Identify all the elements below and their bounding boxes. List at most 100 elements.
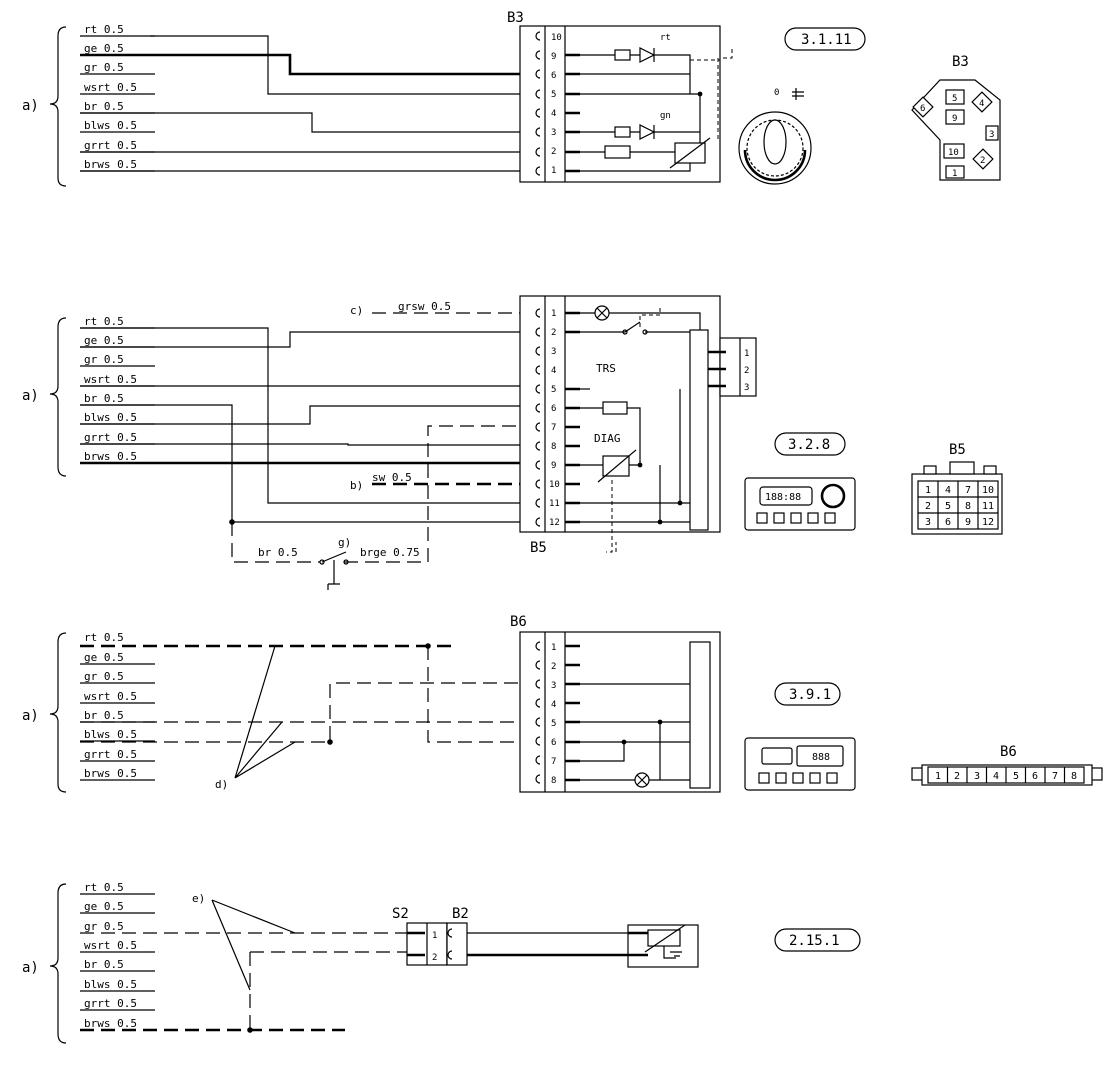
view-pin: 4	[945, 485, 951, 496]
pin-number: 8	[551, 776, 556, 786]
view-pin: 5	[1013, 771, 1019, 782]
connector-label-b2: B2	[452, 906, 469, 922]
connector-label-b3: B3	[507, 10, 524, 26]
view-pin: 8	[1071, 771, 1077, 782]
connector-view-b3: 5 9 4 6 3 10 2 1	[911, 79, 1001, 181]
note-g: g)	[338, 536, 351, 549]
pin-number: 2	[551, 662, 556, 672]
wire-label-b: sw 0.5	[372, 471, 412, 484]
diagram-3: a) rt 0.5 ge 0.5 gr 0.5 wsrt 0.5 br 0.5 …	[22, 614, 1103, 793]
pin-number: 10	[549, 480, 560, 490]
diag-label: DIAG	[594, 432, 621, 445]
view-pin: 6	[1032, 771, 1038, 782]
display-readout: 188:88	[765, 492, 801, 503]
reference-number: 2.15.1	[789, 933, 840, 949]
connector-pins: 1 2 3 4 5 6 7 8	[551, 643, 556, 786]
led-label: gn	[660, 111, 671, 121]
pin-number: 4	[551, 109, 556, 119]
wire-label: blws 0.5	[84, 411, 137, 424]
wire-label: ge 0.5	[84, 334, 124, 347]
dial-knob-icon: 0	[738, 88, 812, 185]
wire-label: blws 0.5	[84, 119, 137, 132]
connector-label-s2: S2	[392, 906, 409, 922]
wire-label: blws 0.5	[84, 978, 137, 991]
pin-number: 11	[549, 499, 560, 509]
side-connector: 1 2 3	[708, 337, 757, 397]
pin-number: 6	[551, 738, 556, 748]
wire-label: rt 0.5	[84, 23, 124, 36]
wire-label: wsrt 0.5	[84, 81, 137, 94]
wire-label-g2: brge 0.75	[360, 546, 420, 559]
wire-label: rt 0.5	[84, 881, 124, 894]
pin-number: 12	[549, 518, 560, 528]
pin-number: 3	[551, 347, 556, 357]
view-pin: 2	[954, 771, 960, 782]
connector-pins: 1 2 3 4 5 6 7 8 9 10 11 12	[549, 309, 560, 528]
pin-number: 1	[432, 931, 437, 941]
wire-label: gr 0.5	[84, 353, 124, 366]
wire-label: wsrt 0.5	[84, 373, 137, 386]
display-readout: 888	[812, 752, 830, 763]
pin-number: 6	[551, 404, 556, 414]
wire-label: ge 0.5	[84, 651, 124, 664]
note-d: d)	[215, 778, 228, 791]
wire-label: grrt 0.5	[84, 997, 137, 1010]
view-pin: 5	[945, 501, 951, 512]
view-pin: 7	[1052, 771, 1058, 782]
pin-number: 2	[551, 147, 556, 157]
view-pin: 1	[925, 485, 931, 496]
switch-icon	[319, 551, 349, 590]
wire-label: br 0.5	[84, 392, 124, 405]
wire-group-label: a)	[22, 98, 39, 114]
view-pin: 2	[980, 156, 985, 166]
view-pin: 9	[952, 114, 957, 124]
pin-number: 7	[551, 757, 556, 767]
pin-number: 4	[551, 700, 556, 710]
note-e: e)	[192, 892, 205, 905]
pin-number: 10	[551, 33, 562, 43]
wire-label: grrt 0.5	[84, 139, 137, 152]
reference-badge	[774, 432, 846, 456]
wire-group-label: a)	[22, 708, 39, 724]
reference-number: 3.9.1	[789, 687, 831, 703]
view-pin: 11	[982, 501, 994, 512]
view-pin: 3	[989, 130, 994, 140]
connector-view-title: B5	[949, 442, 966, 458]
pin-number: 2	[744, 366, 749, 376]
wire-label-g1: br 0.5	[258, 546, 298, 559]
connector-view-b6: 1 2 3 4 5 6 7 8	[911, 764, 1103, 786]
pin-number: 9	[551, 461, 556, 471]
dial-label: 0	[774, 88, 779, 98]
pin-number: 2	[432, 953, 437, 963]
wire-label: br 0.5	[84, 958, 124, 971]
wire-group-label: a)	[22, 388, 39, 404]
connector-view-b5: 1 4 7 10 2 5 8 11 3 6 9 12	[911, 461, 1003, 535]
led-label: rt	[660, 33, 671, 43]
view-pin: 7	[965, 485, 971, 496]
connector-b2	[446, 922, 468, 966]
connector-view-title: B6	[1000, 744, 1017, 760]
pin-number: 1	[551, 166, 556, 176]
connector-pins: 10 9 6 5 4 3 2 1	[551, 33, 562, 176]
control-panel-icon: 188:88	[744, 477, 856, 531]
pin-number: 9	[551, 52, 556, 62]
wire-label: ge 0.5	[84, 900, 124, 913]
wire-label: blws 0.5	[84, 728, 137, 741]
wire-label: gr 0.5	[84, 670, 124, 683]
note-c: c)	[350, 304, 363, 317]
view-pin: 1	[935, 771, 941, 782]
pin-number: 4	[551, 366, 556, 376]
wire-label: grrt 0.5	[84, 431, 137, 444]
pin-number: 3	[551, 681, 556, 691]
wire-label: wsrt 0.5	[84, 939, 137, 952]
pin-number: 3	[551, 128, 556, 138]
wire-group-label: a)	[22, 960, 39, 976]
wire-labels: rt 0.5 ge 0.5 gr 0.5 wsrt 0.5 br 0.5 blw…	[84, 631, 137, 780]
view-pin: 9	[965, 517, 971, 528]
view-pin: 10	[948, 148, 959, 158]
component-box	[519, 631, 721, 793]
pin-number: 1	[551, 309, 556, 319]
reference-number: 3.1.11	[801, 32, 852, 48]
wire-labels: rt 0.5 ge 0.5 gr 0.5 wsrt 0.5 br 0.5 blw…	[84, 315, 137, 463]
